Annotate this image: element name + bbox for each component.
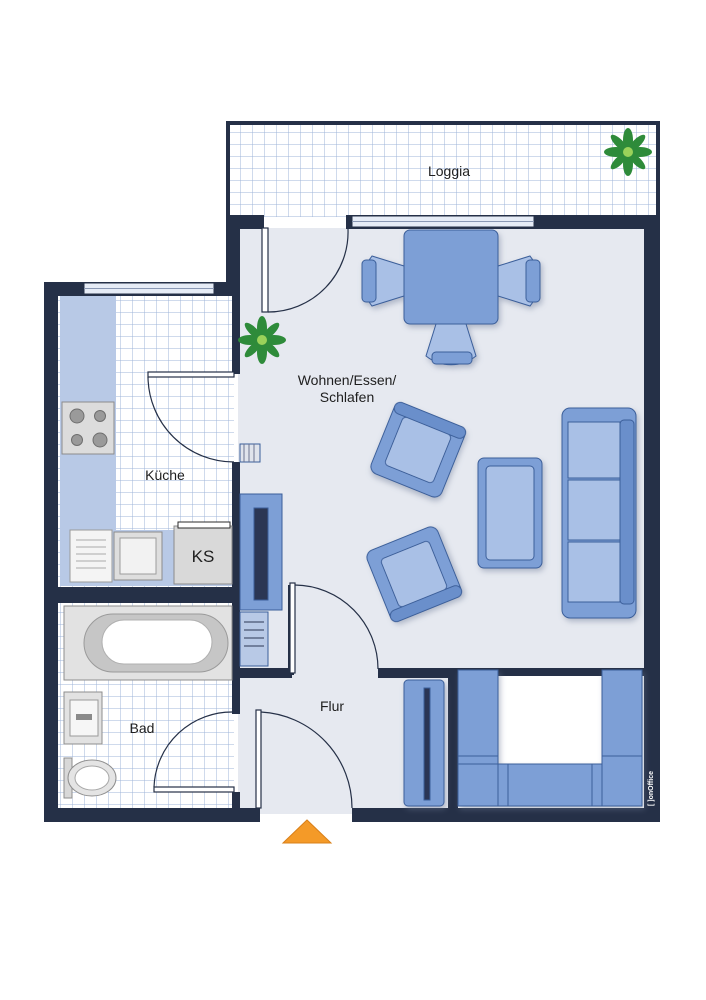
washbasin-icon <box>63 691 103 745</box>
hall-cabinet <box>403 679 445 807</box>
kitchen-furniture: KS <box>60 296 233 586</box>
loggia-floor <box>230 125 656 217</box>
wall-left <box>44 282 58 822</box>
sofa <box>561 407 637 619</box>
fridge: KS <box>173 521 233 585</box>
wall-living-flur <box>378 668 458 678</box>
loggia-railing <box>226 121 660 125</box>
room-label-kueche: Küche <box>145 467 185 483</box>
room-label-wohnen-line1: Wohnen/Essen/ <box>298 372 397 388</box>
sink-icon <box>69 529 163 583</box>
wall-kitchen-bath <box>44 587 240 603</box>
windows <box>83 215 535 295</box>
stove-icon <box>61 401 115 455</box>
brand-watermark: [ ]onOffice <box>648 771 655 806</box>
flur-furniture <box>403 669 643 807</box>
room-label-flur: Flur <box>320 698 344 714</box>
entrance-arrow-icon <box>281 819 333 844</box>
bathtub-icon <box>63 605 233 681</box>
room-label-loggia: Loggia <box>428 163 470 179</box>
wall-living-left <box>226 215 240 295</box>
armchair-bottom <box>366 526 463 623</box>
tv-sideboard <box>239 493 283 667</box>
living-furniture <box>239 229 637 667</box>
room-label-wohnen-line2: Schlafen <box>320 389 374 405</box>
room-label-bad: Bad <box>130 720 155 736</box>
corner-sofa <box>457 669 643 807</box>
doors <box>147 227 379 809</box>
plant-icon <box>238 316 286 364</box>
radiator-icon <box>239 443 261 463</box>
plant-icon <box>604 128 652 176</box>
fridge-label: KS <box>192 547 215 566</box>
coffee-table <box>477 457 543 569</box>
bath-furniture <box>63 605 233 799</box>
dining-table <box>361 229 541 366</box>
wall-bottom <box>44 808 260 822</box>
toilet-icon <box>63 757 117 799</box>
wall-right <box>644 215 660 821</box>
armchair-top <box>370 401 467 498</box>
